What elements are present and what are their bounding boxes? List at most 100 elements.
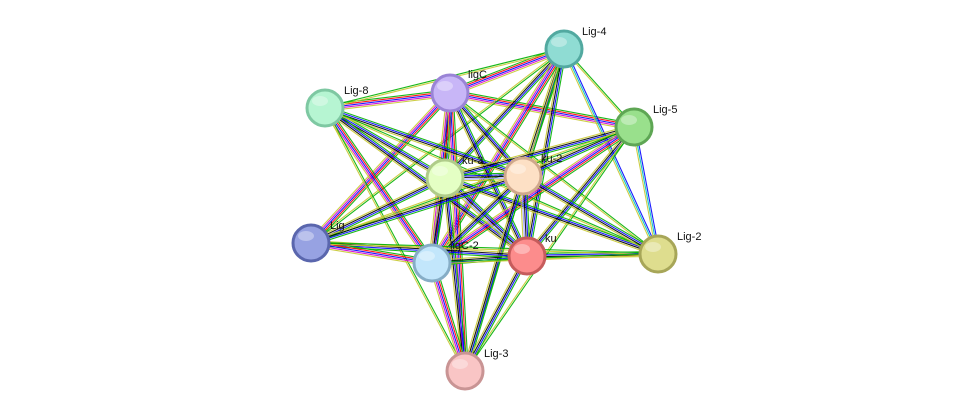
node-lig2[interactable]: Lig-2 — [638, 231, 701, 274]
node-label: Lig-5 — [653, 104, 677, 116]
node-highlight — [510, 164, 526, 174]
edge-line-neighborhood — [311, 241, 659, 254]
edge-line-textmining — [310, 173, 523, 242]
edge-line-textmining — [310, 245, 432, 267]
edge-lig5-ku3 — [444, 124, 635, 181]
edge-line-neighborhood — [528, 128, 637, 258]
node-circle[interactable] — [544, 29, 584, 69]
edge-lig8-lig3 — [323, 107, 467, 372]
edge-line-textmining — [524, 125, 633, 255]
node-circle[interactable] — [445, 351, 485, 391]
edge-line-cooccurrence — [449, 48, 565, 94]
edge-line-textmining — [310, 125, 634, 243]
edge-line-textmining — [323, 109, 445, 181]
edge-line-textmining — [463, 126, 634, 371]
edge-line-cooccurrence — [465, 176, 525, 372]
edge-line-textmining — [444, 124, 634, 177]
node-lig3[interactable]: Lig-3 — [445, 348, 508, 391]
edge-line-coexpression — [324, 108, 445, 180]
edge-line-textmining — [521, 177, 658, 257]
node-highlight — [419, 251, 435, 261]
node-lig5[interactable]: Lig-5 — [614, 104, 677, 147]
edge-ligc-lig — [308, 90, 453, 246]
edge-line-fusion — [311, 93, 452, 245]
edge-line-coexpression — [324, 108, 527, 258]
node-highlight — [452, 359, 468, 369]
edge-lig5-ku — [524, 125, 637, 258]
edge-line-neighborhood — [325, 107, 467, 371]
edge-line-experimental — [309, 91, 450, 243]
edge-line-cooccurrence — [445, 177, 467, 371]
edge-line-neighborhood — [466, 256, 530, 373]
node-ligc2[interactable]: ligC-2 — [412, 240, 479, 283]
edge-line-cooccurrence — [324, 107, 433, 264]
node-ligc[interactable]: ligC — [430, 69, 487, 113]
edge-line-cooccurrence — [311, 176, 524, 245]
edge-line-coexpression — [444, 125, 634, 178]
node-ku2[interactable]: ku-2 — [503, 153, 562, 196]
edge-line-neighborhood — [327, 105, 436, 262]
edge-line-textmining — [323, 109, 526, 259]
node-highlight — [312, 96, 328, 106]
edge-lig5-lig2 — [631, 126, 661, 255]
edge-line-fusion — [432, 127, 636, 265]
edge-ku-lig3 — [462, 254, 530, 373]
node-circle[interactable] — [425, 158, 465, 198]
edge-line-coexpression — [443, 178, 465, 372]
node-label: Lig — [330, 220, 345, 232]
node-highlight — [645, 242, 661, 252]
edge-line-cooccurrence — [431, 126, 635, 264]
edge-line-neighborhood — [312, 94, 453, 246]
edge-line-experimental — [325, 94, 451, 111]
edge-line-textmining — [442, 178, 464, 372]
node-circle[interactable] — [291, 223, 331, 263]
edge-line-neighborhood — [433, 129, 637, 267]
edge-line-textmining — [462, 254, 526, 371]
node-circle[interactable] — [503, 156, 543, 196]
node-circle[interactable] — [430, 73, 470, 113]
node-label: Lig-4 — [582, 26, 606, 38]
node-highlight — [621, 115, 637, 125]
edge-line-coexpression — [463, 175, 523, 371]
edge-line-textmining — [462, 175, 522, 371]
edge-line-textmining — [449, 93, 658, 256]
node-ku3[interactable]: ku-3 — [425, 155, 483, 198]
node-lig8[interactable]: Lig-8 — [305, 85, 368, 128]
node-circle[interactable] — [305, 88, 345, 128]
edge-line-neighborhood — [311, 49, 565, 245]
edge-line-cooccurrence — [325, 106, 524, 176]
node-circle[interactable] — [638, 234, 678, 274]
edge-line-cooccurrence — [325, 106, 446, 178]
node-ku[interactable]: ku — [507, 233, 557, 276]
edge-line-coexpression — [444, 178, 658, 256]
node-circle[interactable] — [614, 107, 654, 147]
edge-line-neighborhood — [523, 173, 660, 253]
edge-line-textmining — [309, 175, 445, 242]
edge-line-fusion — [451, 92, 468, 371]
edge-ku2-lig2 — [521, 173, 660, 257]
edge-line-curated — [633, 126, 659, 255]
edge-line-cooccurrence — [523, 174, 659, 254]
node-label: ligC-2 — [450, 240, 479, 252]
edge-line-cooccurrence — [310, 242, 433, 264]
edge-ku2-lig3 — [462, 175, 526, 372]
node-circle[interactable] — [507, 236, 547, 276]
node-lig[interactable]: Lig — [291, 220, 345, 263]
edge-line-textmining — [450, 51, 566, 97]
edge-line-cooccurrence — [465, 256, 529, 372]
node-lig4[interactable]: Lig-4 — [544, 26, 606, 69]
node-circle[interactable] — [412, 243, 452, 283]
edge-line-textmining — [444, 179, 658, 257]
edge-line-fusion — [325, 106, 434, 263]
edge-line-textmining — [324, 108, 658, 256]
edge-line-neighborhood — [466, 176, 526, 372]
edge-lig-lig2 — [310, 241, 659, 256]
edge-line-cooccurrence — [324, 92, 451, 109]
edge-line-cooccurrence — [310, 92, 451, 244]
edge-line-coexpression — [522, 176, 658, 256]
edge-line-neighborhood — [446, 177, 468, 371]
node-label: ku — [545, 233, 557, 245]
node-label: ku-2 — [541, 153, 562, 165]
